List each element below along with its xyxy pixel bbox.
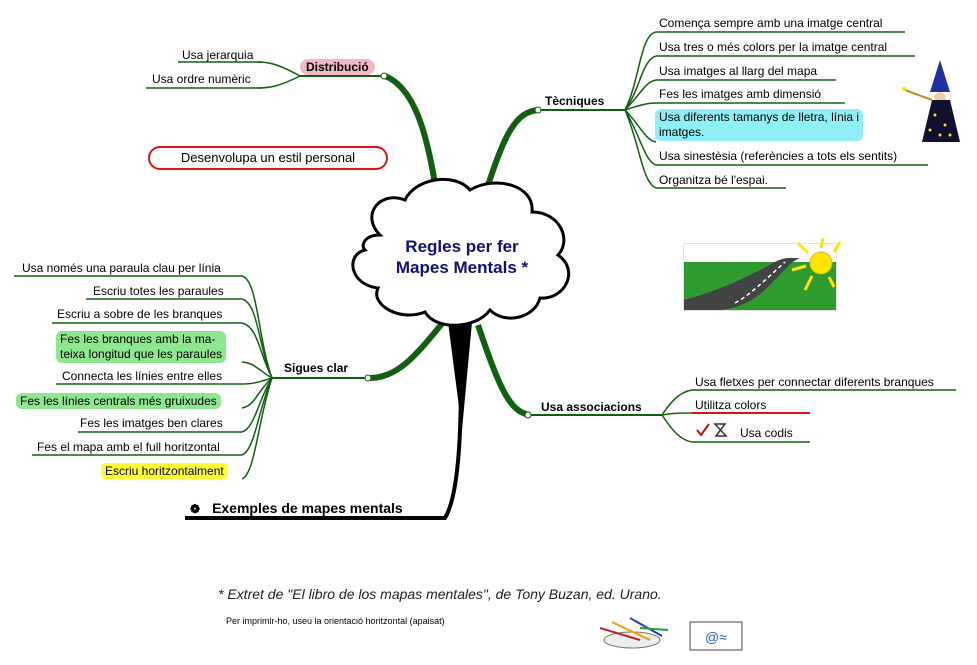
- svg-text:@≈: @≈: [705, 629, 727, 645]
- sigues-item-highlight: Escriu horitzontalment: [101, 463, 228, 479]
- associacions-item: Utilitza colors: [695, 398, 767, 412]
- central-title: Regles per fer Mapes Mentals *: [372, 236, 552, 278]
- sigues-item-line: teixa longitud que les paraules: [60, 347, 223, 361]
- paint-tools-icon: [599, 617, 669, 649]
- branch-associacions: [475, 324, 531, 418]
- tecniques-item-line: imatges.: [659, 125, 705, 139]
- central-cloud: [351, 177, 571, 327]
- examples-link[interactable]: ❁ Exemples de mapes mentals: [190, 500, 403, 516]
- personal-style-callout: Desenvolupa un estil personal: [148, 146, 388, 170]
- tecniques-item: Organitza bé l'espai.: [659, 173, 769, 187]
- central-title-line2: Mapes Mentals *: [395, 258, 529, 277]
- sigues-item: Escriu totes les paraules: [93, 284, 224, 298]
- tecniques-item: Usa imatges al llarg del mapa: [659, 64, 818, 78]
- hourglass-icon: [713, 423, 728, 437]
- branch-sigues: [369, 318, 448, 381]
- tecniques-item: Comença sempre amb una imatge central: [659, 16, 883, 30]
- tecniques-item: Fes les imatges amb dimensió: [659, 87, 822, 101]
- associacions-item: Usa codis: [740, 426, 793, 440]
- sigues-item: Fes les imatges ben clares: [80, 416, 223, 430]
- sigues-item: Escriu a sobre de les branques: [57, 307, 223, 321]
- branch-title-sigues-clar[interactable]: Sigues clar: [284, 361, 349, 375]
- distribucio-item: Usa ordre numèric: [152, 72, 251, 86]
- branch-title-distribucio[interactable]: Distribució: [300, 59, 375, 75]
- sigues-item: Usa només una paraula clau per línia: [22, 261, 221, 275]
- tecniques-item-highlight: Usa diferents tamanys de lletra, línia i…: [655, 109, 864, 141]
- source-quote: * Extret de "El libro de los mapas menta…: [218, 586, 662, 602]
- tecniques-item-line: Usa diferents tamanys de lletra, línia i: [659, 110, 860, 124]
- tecniques-item: Usa tres o més colors per la imatge cent…: [659, 40, 888, 54]
- sigues-item-line: Fes les branques amb la ma-: [60, 332, 216, 346]
- associacions-item: Usa fletxes per connectar diferents bran…: [695, 375, 934, 389]
- gear-icon: ❁: [190, 502, 201, 516]
- sigues-item: Connecta les línies entre elles: [62, 369, 223, 383]
- sigues-item-highlight: Fes les branques amb la ma- teixa longit…: [56, 331, 227, 363]
- email-icon[interactable]: @≈: [689, 621, 743, 651]
- check-icon: [696, 423, 710, 437]
- tecniques-item: Usa sinestèsia (referències a tots els s…: [659, 149, 898, 163]
- distribucio-item: Usa jerarquia: [182, 48, 254, 62]
- examples-label: Exemples de mapes mentals: [212, 500, 403, 516]
- sigues-item-highlight: Fes les línies centrals més gruixudes: [16, 393, 221, 409]
- wizard-icon: [902, 60, 960, 142]
- branch-title-associacions[interactable]: Usa associacions: [541, 400, 642, 414]
- sigues-item: Fes el mapa amb el full horitzontal: [37, 440, 220, 454]
- road-sun-icon: [683, 237, 842, 311]
- print-note: Per imprimir-ho, useu la orientació hori…: [226, 616, 445, 626]
- branch-title-tecniques[interactable]: Tècniques: [545, 94, 605, 108]
- central-title-line1: Regles per fer: [405, 237, 519, 256]
